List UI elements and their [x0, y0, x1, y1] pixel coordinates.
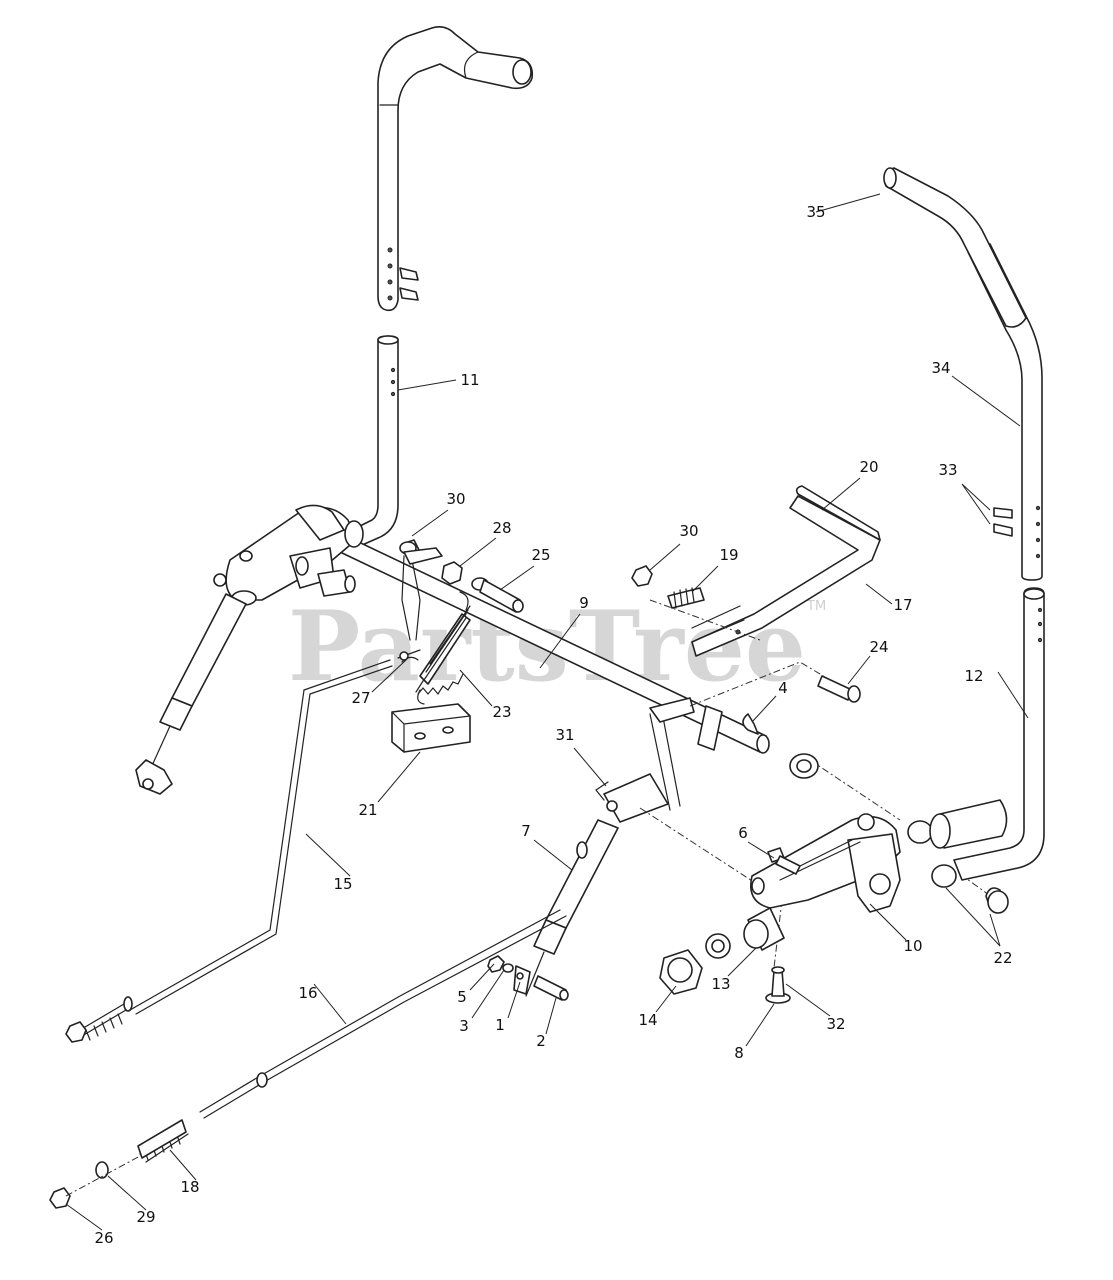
callout-8[interactable]: 8 — [734, 1044, 744, 1062]
leader-lines — [65, 193, 1029, 1231]
part-29-washer[interactable] — [95, 1161, 109, 1179]
part-32-stud[interactable] — [771, 966, 785, 997]
part-33-bolts[interactable] — [993, 507, 1013, 537]
axis-line-lever — [649, 599, 831, 707]
callout-27[interactable]: 27 — [351, 689, 370, 707]
part-10-pivot-arm[interactable] — [750, 813, 901, 913]
axis-line-rod16 — [65, 1155, 141, 1197]
part-13-bushing[interactable] — [705, 907, 785, 959]
callout-31[interactable]: 31 — [555, 726, 574, 744]
callout-16[interactable]: 16 — [298, 984, 317, 1002]
callout-24[interactable]: 24 — [869, 638, 888, 656]
callout-1[interactable]: 1 — [495, 1016, 505, 1034]
part-7-damper[interactable] — [525, 819, 619, 997]
bushing-upper[interactable] — [789, 753, 819, 779]
part-34-upper-tube[interactable] — [967, 243, 1043, 581]
callout-13[interactable]: 13 — [711, 975, 730, 993]
callout-4[interactable]: 4 — [778, 679, 788, 697]
part-31-link[interactable] — [595, 697, 695, 823]
part-17-lever[interactable] — [691, 485, 881, 657]
callout-14[interactable]: 14 — [638, 1011, 657, 1029]
callout-28[interactable]: 28 — [492, 519, 511, 537]
callout-25[interactable]: 25 — [531, 546, 550, 564]
part-30-nut-right[interactable] — [631, 565, 653, 587]
part-22-bushings[interactable] — [907, 820, 1009, 914]
part-26-nut[interactable] — [49, 1187, 71, 1209]
callout-30[interactable]: 30 — [446, 490, 465, 508]
part-11-lower-tube[interactable] — [351, 335, 399, 547]
callout-21[interactable]: 21 — [358, 801, 377, 819]
part-14-nut[interactable] — [659, 949, 703, 995]
part-18-spring[interactable] — [137, 1119, 187, 1159]
callout-29[interactable]: 29 — [136, 1208, 155, 1226]
callout-7[interactable]: 7 — [521, 822, 531, 840]
callout-5[interactable]: 5 — [457, 988, 467, 1006]
callout-35[interactable]: 35 — [806, 203, 825, 221]
callout-3[interactable]: 3 — [459, 1017, 469, 1035]
callout-32[interactable]: 32 — [826, 1015, 845, 1033]
callout-23[interactable]: 23 — [492, 703, 511, 721]
callout-12[interactable]: 12 — [964, 667, 983, 685]
part-16-rod[interactable] — [139, 909, 567, 1163]
callout-22[interactable]: 22 — [993, 949, 1012, 967]
part-6-bolt[interactable] — [767, 847, 801, 875]
part-4-clip[interactable] — [742, 713, 759, 735]
callout-2[interactable]: 2 — [536, 1032, 546, 1050]
part-24-bolt[interactable] — [817, 675, 861, 703]
callout-30[interactable]: 30 — [679, 522, 698, 540]
axis-line-center — [639, 807, 761, 887]
callout-20[interactable]: 20 — [859, 458, 878, 476]
part-25-bolt[interactable] — [471, 577, 524, 613]
part-27-clip[interactable] — [397, 649, 421, 663]
part-21-bracket[interactable] — [391, 703, 471, 753]
part-19-spring[interactable] — [667, 587, 705, 609]
callout-33[interactable]: 33 — [938, 461, 957, 479]
callout-11[interactable]: 11 — [460, 371, 479, 389]
part-28-nut[interactable] — [441, 561, 463, 585]
callout-10[interactable]: 10 — [903, 937, 922, 955]
left-pivot-assembly[interactable] — [213, 504, 364, 606]
part-35-grip[interactable] — [883, 167, 1027, 328]
part-15-rod[interactable] — [65, 659, 393, 1043]
left-damper[interactable] — [135, 593, 247, 795]
callout-17[interactable]: 17 — [893, 596, 912, 614]
axis-line-bushings — [809, 759, 997, 901]
callout-labels: 1234567891011121314151617181920212223242… — [94, 203, 1012, 1247]
callout-6[interactable]: 6 — [738, 824, 748, 842]
callout-26[interactable]: 26 — [94, 1229, 113, 1247]
handle-bolts-left — [399, 267, 419, 301]
part-23-spring[interactable] — [401, 547, 471, 705]
callout-18[interactable]: 18 — [180, 1178, 199, 1196]
part-11-upper-handle[interactable] — [377, 26, 534, 312]
callout-19[interactable]: 19 — [719, 546, 738, 564]
small-fasteners[interactable] — [487, 955, 569, 1001]
callout-15[interactable]: 15 — [333, 875, 352, 893]
callout-34[interactable]: 34 — [931, 359, 950, 377]
part-12-lower-tube[interactable] — [929, 587, 1045, 881]
callout-9[interactable]: 9 — [579, 594, 589, 612]
watermark-trademark: TM — [806, 599, 826, 614]
